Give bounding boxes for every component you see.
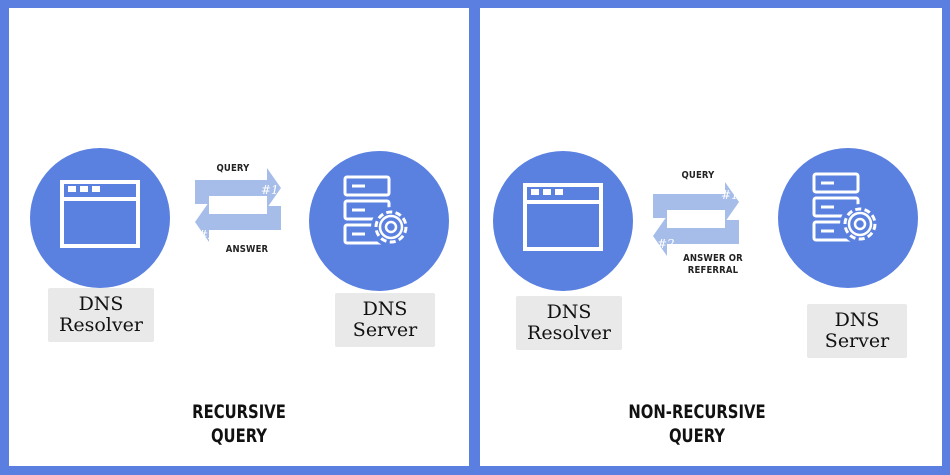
- dns-resolver-label: DNS Resolver: [48, 288, 154, 342]
- server-gear-icon: [812, 172, 880, 244]
- answer-number: #2: [198, 228, 216, 242]
- diagram-title: RECURSIVE QUERY: [192, 401, 286, 447]
- dns-resolver-node: [30, 148, 170, 288]
- browser-window-icon: [523, 183, 603, 251]
- dns-server-label: DNS Server: [807, 304, 907, 358]
- answer-label: ANSWER OR REFERRAL: [683, 253, 743, 276]
- query-number: #1: [721, 188, 739, 202]
- query-label: QUERY: [681, 170, 715, 181]
- dns-server-node: [309, 151, 449, 291]
- dns-resolver-node: [493, 151, 633, 291]
- dns-resolver-label: DNS Resolver: [516, 296, 622, 350]
- answer-label: ANSWER: [225, 244, 269, 255]
- query-number: #1: [261, 183, 279, 197]
- dns-server-node: [778, 148, 918, 288]
- answer-arrow: [195, 202, 281, 242]
- answer-number: #2: [657, 237, 675, 251]
- server-gear-icon: [343, 175, 411, 247]
- query-answer-arrows: [195, 168, 281, 242]
- recursive-query-panel: DNS Resolver DNS Server QUERY #1 #2 ANS: [9, 8, 469, 466]
- query-label: QUERY: [216, 163, 250, 174]
- query-arrow: [195, 168, 281, 208]
- dns-server-label: DNS Server: [335, 293, 435, 347]
- browser-window-icon: [60, 180, 140, 248]
- query-answer-arrows: [653, 182, 739, 256]
- query-arrow: [653, 182, 739, 222]
- non-recursive-query-panel: DNS Resolver DNS Server QUERY #1 #2 ANSW: [480, 8, 942, 466]
- referral-arrow: [653, 216, 739, 256]
- diagram-title: NON-RECURSIVE QUERY: [628, 401, 766, 447]
